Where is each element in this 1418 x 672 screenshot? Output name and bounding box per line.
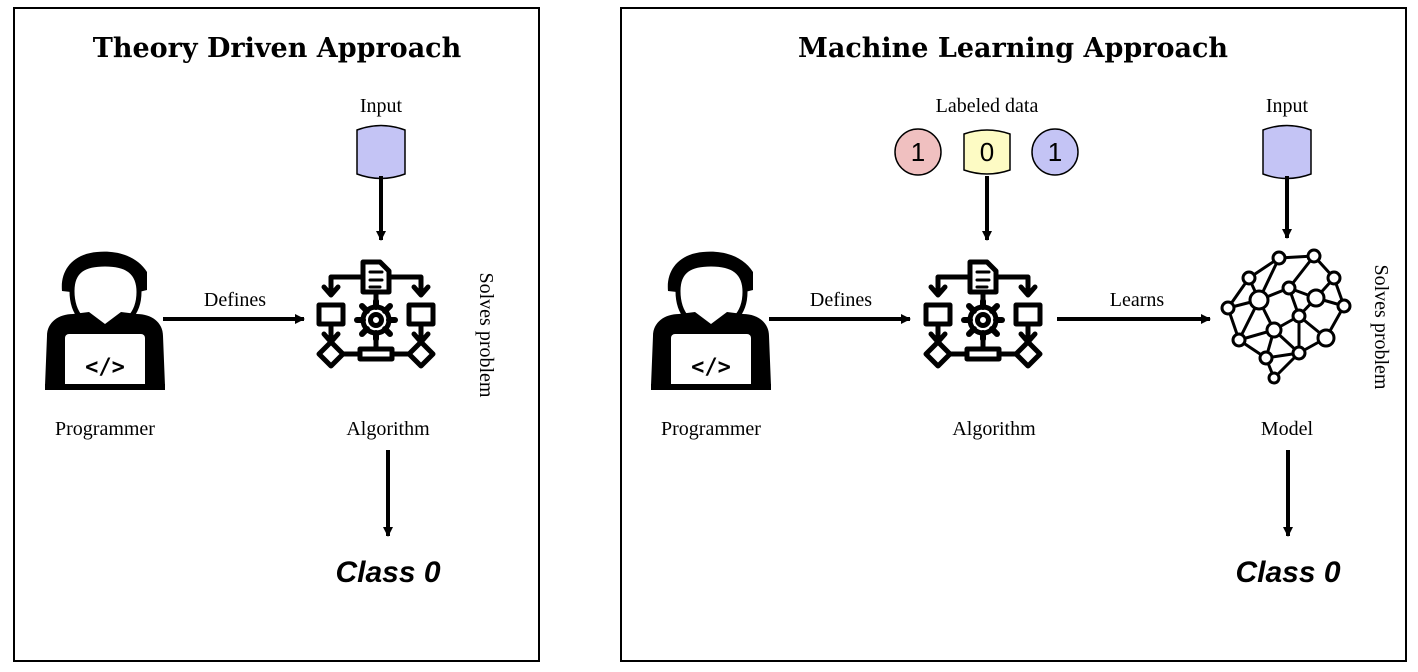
labeled-data-value-2: 0 [980,137,994,167]
algorithm-flowchart-icon [319,262,433,366]
labeled-data-group: 1 0 1 [894,128,1079,176]
labeled-data-item-3 [1031,128,1079,176]
ml-title: Machine Learning Approach [798,33,1228,64]
ml-input-label: Input [1266,95,1309,117]
theory-input-label: Input [360,95,403,117]
ml-defines-label: Defines [810,289,872,311]
labeled-data-item-1 [894,128,942,176]
labeled-data-value-1: 1 [911,137,925,167]
ml-learns-label: Learns [1110,289,1165,311]
ml-model-label: Model [1261,418,1314,440]
theory-title: Theory Driven Approach [93,33,462,64]
ml-algorithm-label: Algorithm [952,418,1036,440]
ml-solves-label: Solves problem [1370,265,1392,390]
theory-solves-label: Solves problem [475,273,497,398]
labeled-data-value-3: 1 [1048,137,1062,167]
labeled-data-label: Labeled data [936,95,1039,117]
theory-algorithm-label: Algorithm [346,418,430,440]
algorithm-flowchart-icon [926,262,1040,366]
theory-programmer-label: Programmer [55,418,155,440]
theory-defines-label: Defines [204,289,266,311]
labeled-data-item-2 [963,129,1011,175]
input-cylinder-icon [356,124,406,180]
ml-programmer-label: Programmer [661,418,761,440]
ml-output-label: Class 0 [1235,556,1340,589]
theory-output-label: Class 0 [335,556,440,589]
input-cylinder-icon [1262,124,1312,180]
